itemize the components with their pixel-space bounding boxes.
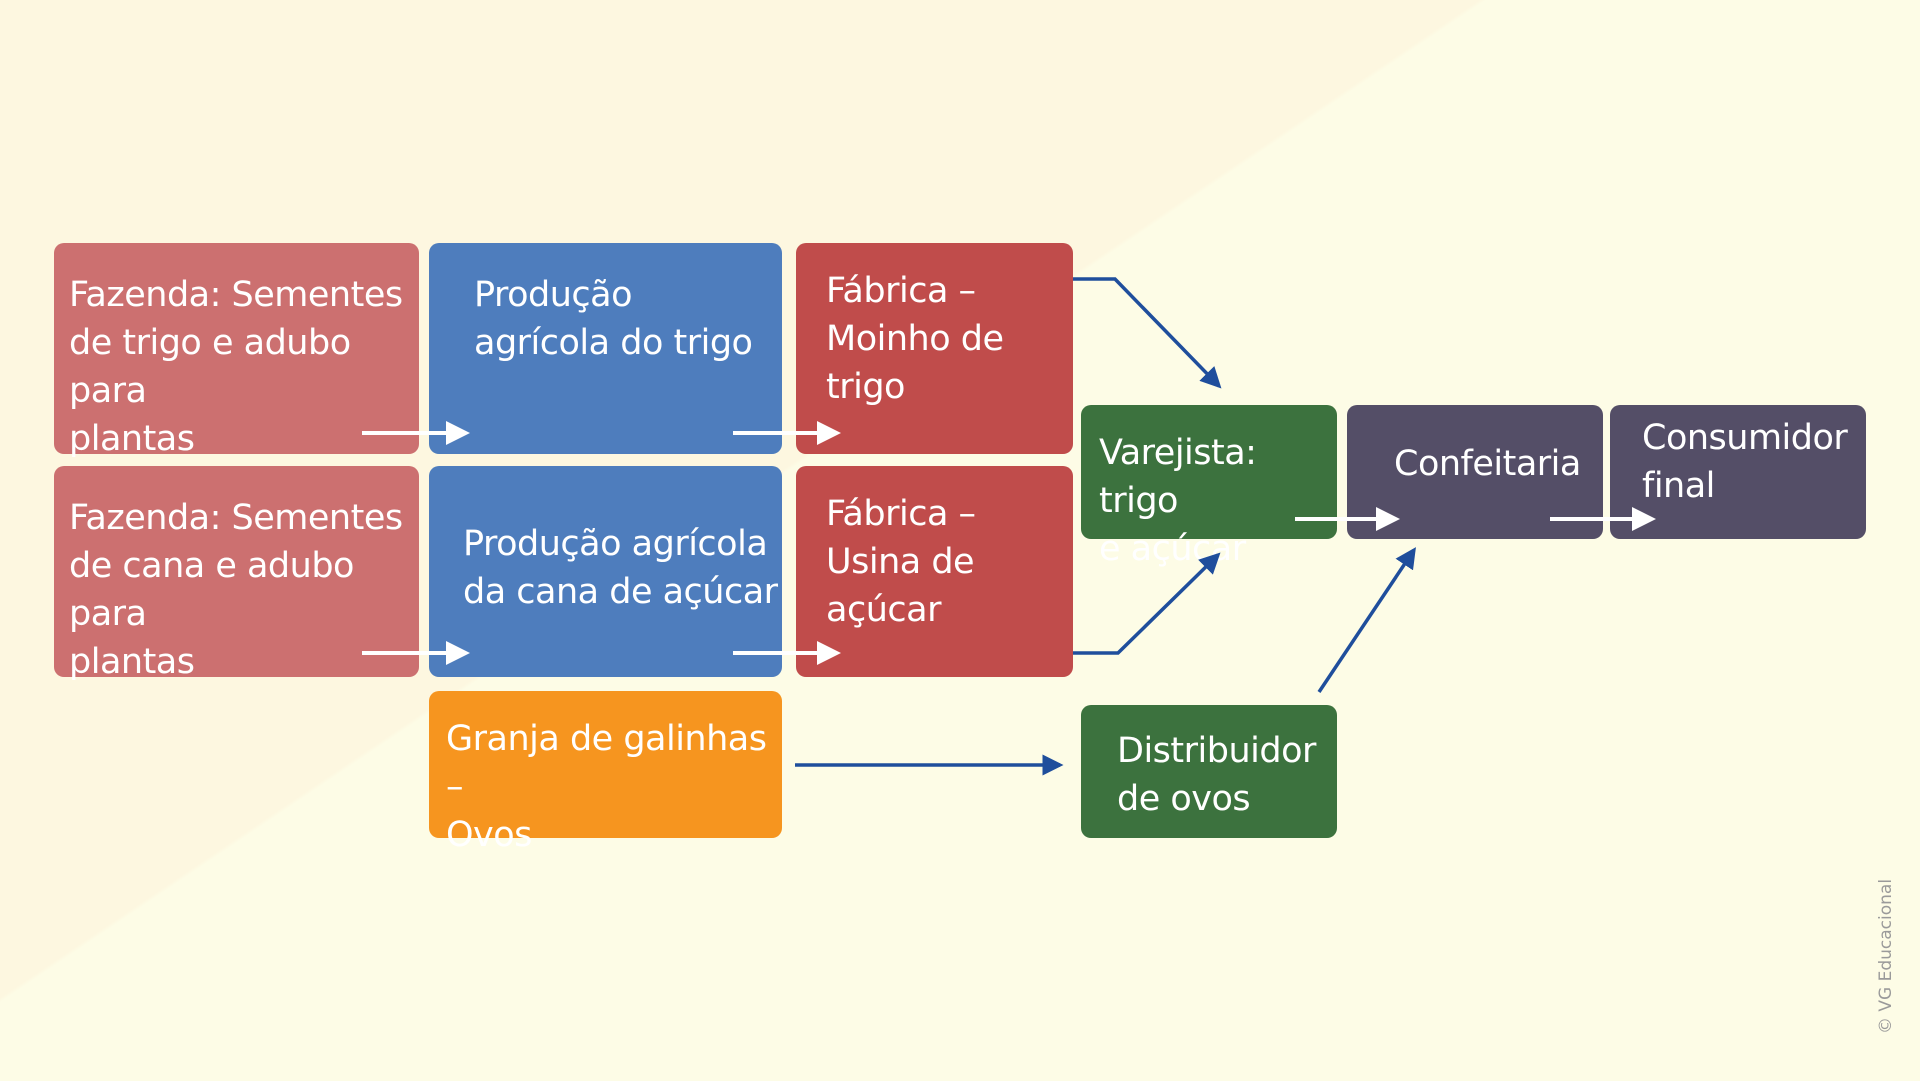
node-line: da cana de açúcar (463, 572, 778, 612)
arrow-moinho-to-varejista (1073, 277, 1222, 389)
node-fabrica-usina: Fábrica – Usina de açúcar (796, 466, 1073, 677)
node-line: de ovos (1117, 779, 1251, 819)
node-line: Usina de (826, 542, 975, 582)
node-producao-trigo: Produção agrícola do trigo (429, 243, 782, 454)
node-line: e açúcar (1099, 529, 1246, 569)
node-line: Distribuidor (1117, 731, 1316, 771)
node-line: agrícola do trigo (474, 323, 753, 363)
node-line: açúcar (826, 590, 941, 630)
arrow-usina-to-varejista (1073, 552, 1221, 655)
copyright-notice: © VG Educacional (1876, 878, 1896, 1034)
node-distribuidor: Distribuidor de ovos (1081, 705, 1337, 838)
node-line: Produção agrícola (463, 524, 768, 564)
node-line: trigo (826, 367, 905, 407)
node-line: Fábrica – (826, 271, 976, 311)
node-line: Fábrica – (826, 494, 976, 534)
node-line: Produção (474, 275, 633, 315)
node-fabrica-moinho: Fábrica – Moinho de trigo (796, 243, 1073, 454)
node-line: Fazenda: Sementes (69, 498, 403, 538)
node-line: Consumidor (1642, 418, 1848, 458)
node-line: plantas (69, 642, 195, 682)
node-granja: Granja de galinhas – Ovos (429, 691, 782, 855)
node-fazenda-trigo: Fazenda: Sementes de trigo e adubo para … (54, 243, 419, 459)
node-line: Confeitaria (1394, 444, 1581, 484)
node-line: Granja de galinhas – (446, 719, 767, 807)
node-line: plantas (69, 419, 195, 459)
node-line: Varejista: trigo (1099, 433, 1257, 521)
node-line: Ovos (446, 815, 532, 855)
node-producao-cana: Produção agrícola da cana de açúcar (429, 466, 782, 677)
node-fazenda-cana: Fazenda: Sementes de cana e adubo para p… (54, 466, 419, 682)
node-line: de cana e adubo para (69, 546, 354, 634)
node-line: Fazenda: Sementes (69, 275, 403, 315)
node-line: final (1642, 466, 1715, 506)
node-line: Moinho de (826, 319, 1004, 359)
node-line: de trigo e adubo para (69, 323, 351, 411)
arrow-distribuidor-to-confeitaria (1317, 547, 1416, 693)
node-varejista: Varejista: trigo e açúcar (1081, 405, 1337, 569)
